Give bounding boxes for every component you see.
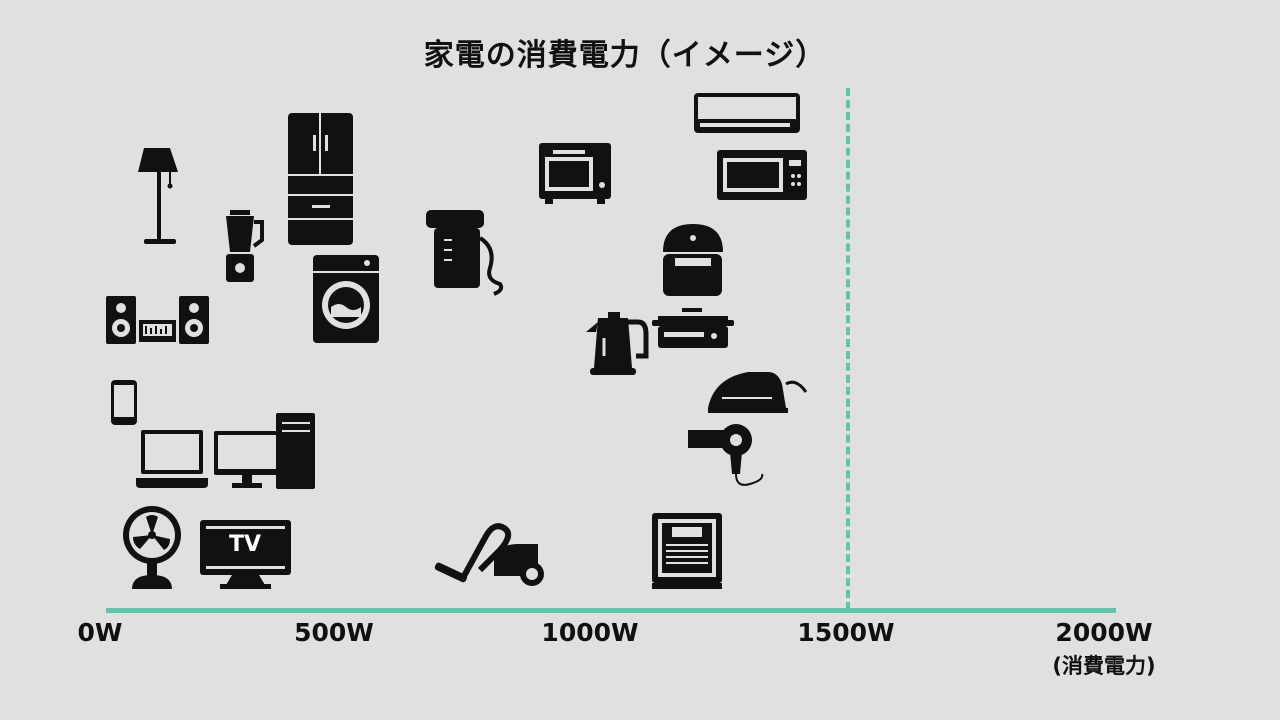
electric-kettle-icon (586, 310, 652, 376)
iron-icon (708, 364, 808, 414)
smartphone-icon (111, 380, 137, 425)
chart-title: 家電の消費電力（イメージ） (423, 38, 827, 73)
floor-lamp-icon (136, 148, 184, 246)
refrigerator-icon (288, 113, 353, 245)
toaster-oven-icon (539, 143, 611, 205)
vacuum-cleaner-icon (434, 516, 546, 588)
washing-machine-icon (313, 255, 379, 343)
blender-icon (220, 210, 268, 282)
tv-label: TV (228, 532, 262, 557)
axis-unit-label: (消費電力) (1052, 654, 1156, 678)
tick-500w: 500W (294, 618, 374, 647)
electric-pot-icon (424, 208, 508, 300)
heater-icon (652, 513, 722, 589)
rice-cooker-icon (661, 224, 724, 298)
tick-2000w: 2000W (1055, 618, 1153, 647)
power-axis (106, 608, 1116, 613)
air-conditioner-icon (694, 93, 800, 133)
television-icon (200, 520, 291, 589)
threshold-line-1500w (846, 88, 850, 610)
stereo-icon (106, 296, 209, 344)
electric-fan-icon (122, 505, 182, 589)
desktop-pc-icon (214, 413, 315, 489)
laptop-icon (136, 430, 208, 488)
hot-plate-icon (652, 308, 734, 350)
tick-0w: 0W (77, 618, 123, 647)
tick-1000w: 1000W (541, 618, 639, 647)
microwave-icon (717, 150, 807, 204)
hair-dryer-icon (688, 424, 764, 488)
tick-1500w: 1500W (797, 618, 895, 647)
